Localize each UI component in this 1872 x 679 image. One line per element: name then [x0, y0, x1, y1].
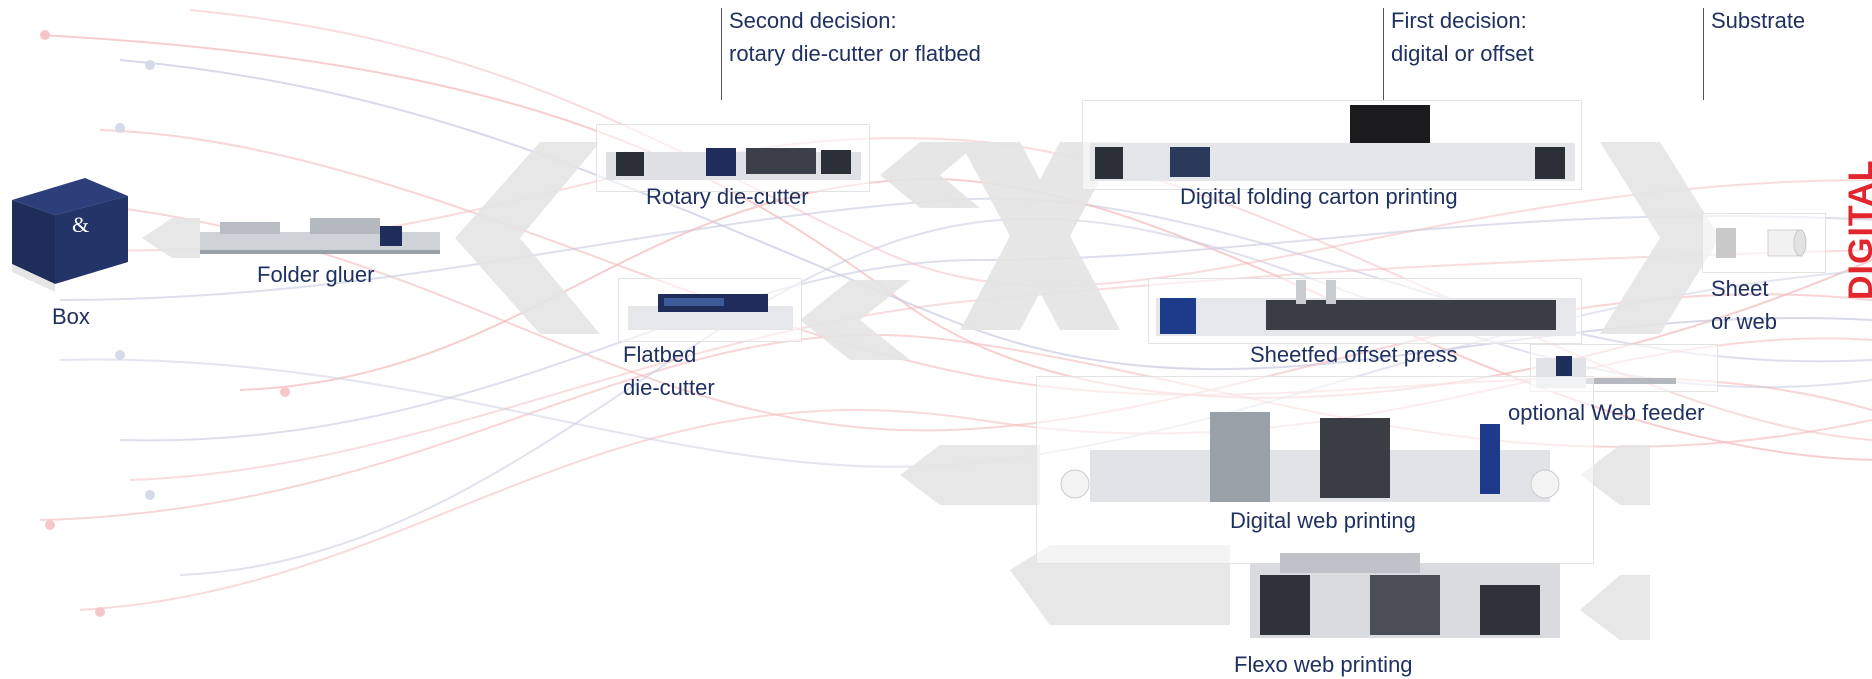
web-label: or web [1711, 309, 1778, 334]
flatbed-label-line2: die-cutter [623, 375, 715, 400]
digital-side-label: DIGITAL [1842, 159, 1872, 300]
digital-web-label: Digital web printing [1230, 508, 1416, 533]
rotary-die-cutter-illustration [606, 148, 861, 180]
sheet-label: Sheet [1711, 276, 1769, 301]
second-decision-subtitle: rotary die-cutter or flatbed [729, 41, 981, 66]
sheetfed-offset-press-illustration [1156, 280, 1576, 336]
flatbed-die-cutter-illustration [628, 294, 793, 330]
box-illustration: & [12, 178, 128, 292]
svg-text:&: & [72, 212, 89, 237]
first-decision-subtitle: digital or offset [1391, 41, 1534, 66]
sheetfed-label: Sheetfed offset press [1250, 342, 1458, 367]
flexo-press-illustration [1250, 553, 1560, 638]
substrate-title: Substrate [1711, 8, 1806, 33]
digital-web-press-illustration [1060, 412, 1560, 502]
box-label: Box [52, 304, 90, 329]
first-decision-title: First decision: [1391, 8, 1527, 33]
background-swirl-lines [29, 9, 1872, 611]
flatbed-label-line1: Flatbed [623, 342, 697, 367]
digital-carton-press-illustration [1090, 105, 1575, 181]
folder-gluer-label: Folder gluer [257, 262, 375, 287]
web-feeder-label: optional Web feeder [1508, 400, 1705, 425]
flexo-label: Flexo web printing [1234, 652, 1413, 677]
substrate-marker [1703, 8, 1704, 100]
second-decision-marker [721, 8, 722, 100]
folder-gluer-illustration [200, 218, 440, 254]
sheet-and-roll-illustration [1716, 228, 1807, 258]
first-decision-marker [1383, 8, 1384, 100]
rotary-die-cutter-label: Rotary die-cutter [646, 184, 809, 209]
flow-chevrons [142, 142, 1720, 640]
second-decision-title: Second decision: [729, 8, 897, 33]
digital-carton-label: Digital folding carton printing [1180, 184, 1458, 209]
